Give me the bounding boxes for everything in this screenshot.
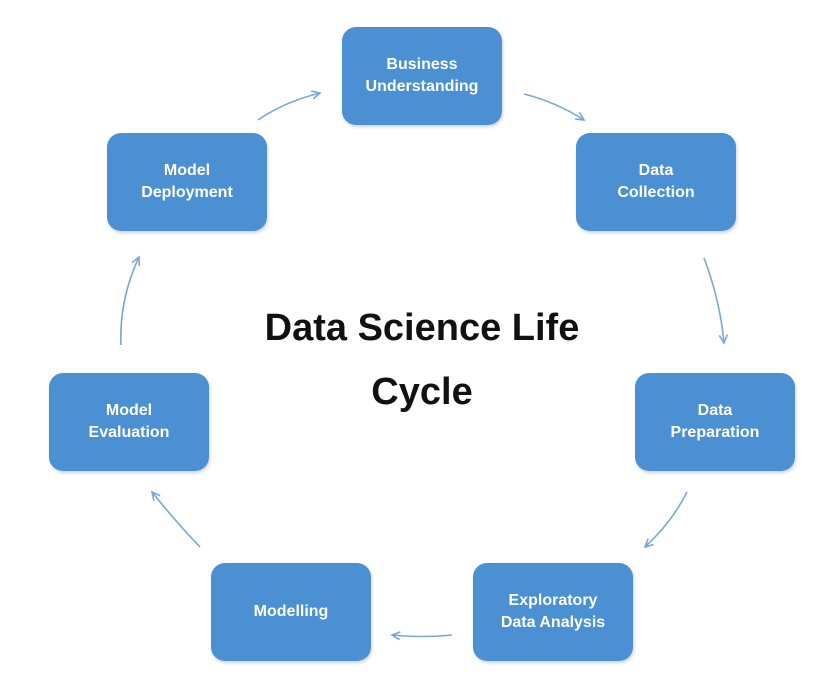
stage-label: Model Deployment bbox=[141, 162, 233, 201]
stage-exploratory-data-analysis: Exploratory Data Analysis bbox=[473, 563, 633, 661]
arrow-collection-to-preparation bbox=[703, 257, 728, 345]
arrow-deployment-to-business bbox=[257, 90, 322, 121]
stage-label: Data Collection bbox=[617, 162, 695, 201]
stage-modelling: Modelling bbox=[211, 563, 371, 661]
diagram-title: Data Science Life Cycle bbox=[264, 307, 580, 413]
arrow-business-to-collection bbox=[523, 93, 586, 121]
stage-label: Business Understanding bbox=[365, 56, 479, 95]
arrow-evaluation-to-deployment bbox=[120, 255, 141, 346]
stage-label: Exploratory Data Analysis bbox=[500, 592, 606, 631]
stage-label: Modelling bbox=[253, 603, 329, 620]
arrow-preparation-to-eda bbox=[643, 491, 688, 549]
stage-data-preparation: Data Preparation bbox=[635, 373, 795, 471]
stage-model-evaluation: Model Evaluation bbox=[49, 373, 209, 471]
stage-label: Model Evaluation bbox=[88, 402, 170, 441]
arrow-eda-to-modelling bbox=[390, 631, 453, 641]
arrow-modelling-to-evaluation bbox=[150, 490, 201, 548]
stage-business-understanding: Business Understanding bbox=[342, 27, 502, 125]
stage-label: Data Preparation bbox=[670, 402, 760, 441]
stage-model-deployment: Model Deployment bbox=[107, 133, 267, 231]
stage-data-collection: Data Collection bbox=[576, 133, 736, 231]
